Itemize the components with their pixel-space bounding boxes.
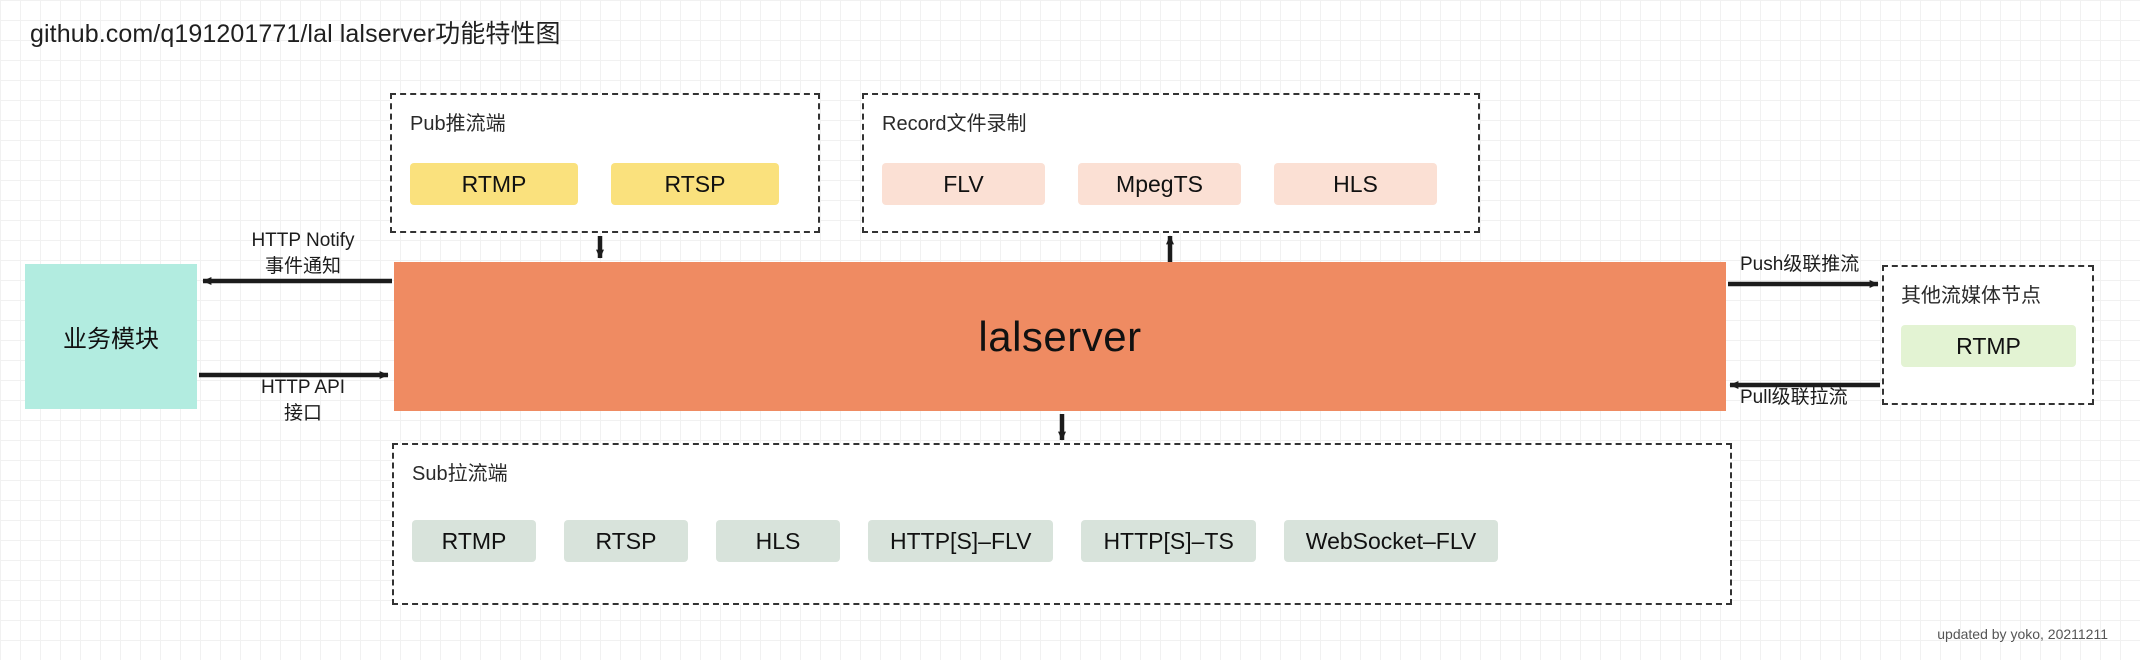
sub-chip-hls[interactable]: HLS [716, 520, 840, 562]
sub-chip-websocket-flv[interactable]: WebSocket–FLV [1283, 520, 1499, 562]
edge-label-http-api-line1: HTTP API [260, 377, 346, 398]
sub-chip-rtsp[interactable]: RTSP [564, 520, 688, 562]
edge-label-push-cascade: Push级联推流 [1740, 254, 1860, 275]
sub-group-box: Sub拉流端 RTMP RTSP HLS HTTP[S]–FLV HTTP[S]… [392, 443, 1732, 605]
record-chip-hls[interactable]: HLS [1274, 163, 1437, 205]
sub-group-title: Sub拉流端 [412, 463, 508, 485]
record-group-box: Record文件录制 FLV MpegTS HLS [862, 93, 1480, 233]
business-module-box: 业务模块 [25, 264, 197, 409]
peer-node-chip-rtmp[interactable]: RTMP [1901, 325, 2076, 367]
edge-label-http-notify-line2: 事件通知 [264, 255, 341, 277]
edge-label-http-notify: HTTP Notify 事件通知 [228, 228, 378, 279]
edge-label-http-api-line2: 接口 [283, 402, 322, 424]
record-chip-flv[interactable]: FLV [882, 163, 1045, 205]
pub-group-title: Pub推流端 [410, 113, 506, 135]
pub-chip-rtsp[interactable]: RTSP [611, 163, 779, 205]
page-title: github.com/q191201771/lal lalserver功能特性图 [30, 20, 561, 48]
pub-chip-rtmp[interactable]: RTMP [410, 163, 578, 205]
record-chip-mpegts[interactable]: MpegTS [1078, 163, 1241, 205]
record-chip-row: FLV MpegTS HLS [882, 163, 1460, 205]
edge-label-http-notify-line1: HTTP Notify [251, 230, 355, 251]
sub-chip-http-ts[interactable]: HTTP[S]–TS [1081, 520, 1256, 562]
record-group-title: Record文件录制 [882, 113, 1027, 135]
pub-group-box: Pub推流端 RTMP RTSP [390, 93, 820, 233]
sub-chip-rtmp[interactable]: RTMP [412, 520, 536, 562]
sub-chip-http-flv[interactable]: HTTP[S]–FLV [868, 520, 1054, 562]
footer-note: updated by yoko, 20211211 [1937, 626, 2108, 642]
peer-node-title: 其他流媒体节点 [1901, 285, 2041, 307]
business-module-label: 业务模块 [63, 326, 159, 353]
lalserver-core-box: lalserver [394, 262, 1726, 411]
edge-label-http-api: HTTP API 接口 [238, 375, 368, 426]
edge-label-pull-cascade: Pull级联拉流 [1740, 387, 1848, 408]
pub-chip-row: RTMP RTSP [410, 163, 800, 205]
sub-chip-row: RTMP RTSP HLS HTTP[S]–FLV HTTP[S]–TS Web… [412, 520, 1712, 562]
lalserver-label: lalserver [978, 312, 1142, 360]
peer-node-box: 其他流媒体节点 RTMP [1882, 265, 2094, 405]
